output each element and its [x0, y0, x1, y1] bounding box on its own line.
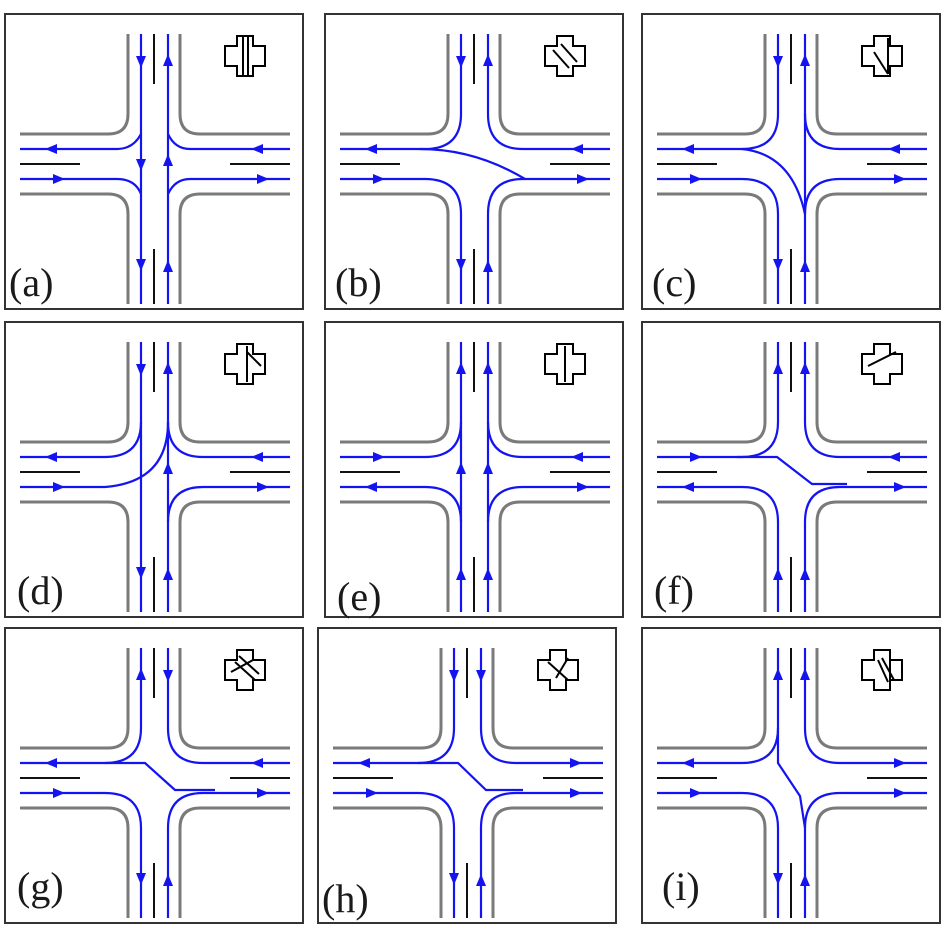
panel-e: (e) [324, 321, 624, 619]
flow-arrows [45, 668, 269, 886]
flow-arrows [45, 54, 269, 272]
flow-lines [333, 648, 603, 918]
flow-arrows [682, 54, 906, 272]
panel-h: (h) [317, 627, 617, 924]
panel-a: (a) [4, 13, 304, 310]
flow-lines [340, 34, 610, 304]
panel-d: (d) [4, 321, 304, 618]
flow-arrows [365, 54, 589, 272]
panel-label: (f) [654, 568, 694, 613]
flow-lines [657, 34, 927, 304]
flow-lines [657, 648, 927, 918]
panel-i: (i) [641, 627, 941, 924]
flow-lines [657, 342, 927, 612]
panel-g: (g) [4, 627, 304, 924]
flow-arrows [45, 362, 269, 580]
panel-label: (i) [662, 864, 700, 909]
panel-c: (c) [641, 13, 941, 310]
flow-lines [340, 342, 610, 612]
panel-label: (c) [652, 260, 696, 305]
panel-label: (h) [322, 876, 369, 921]
panel-label: (b) [335, 260, 382, 305]
panel-f: (f) [641, 321, 941, 618]
flow-lines [20, 648, 290, 918]
panel-label: (a) [9, 260, 53, 305]
flow-arrows [365, 362, 589, 580]
panel-label: (e) [337, 574, 381, 619]
flow-arrows [682, 362, 906, 580]
panel-b: (b) [324, 13, 624, 310]
flow-arrows [682, 668, 906, 886]
panel-label: (d) [17, 568, 64, 613]
panel-label: (g) [17, 864, 64, 909]
flow-arrows [358, 670, 582, 886]
